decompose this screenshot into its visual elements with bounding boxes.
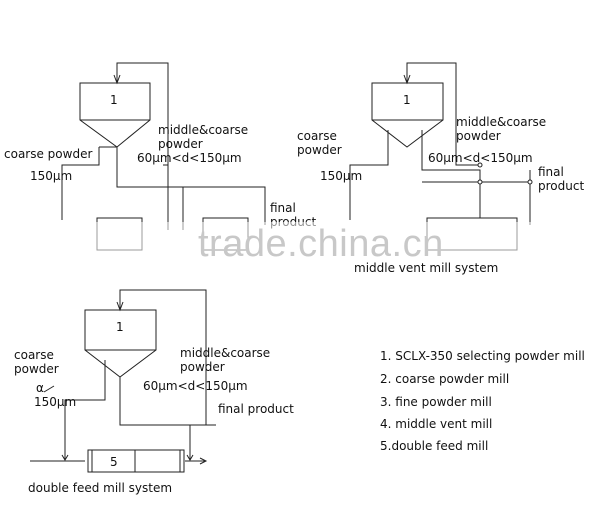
top-right-hopper xyxy=(371,82,444,148)
top-left-powder-label: powder xyxy=(158,137,203,151)
legend-item-4: 4. middle vent mill xyxy=(380,417,492,431)
top-left-final-label: final xyxy=(270,201,296,215)
bottom-150-label: 150μm xyxy=(34,395,76,409)
legend-item-3: 3. fine powder mill xyxy=(380,395,492,409)
top-right-150-label: 150μm xyxy=(320,169,362,183)
bottom-middle-coarse-label: middle&coarse xyxy=(180,346,270,360)
top-right-size-range: 60μm<d<150μm xyxy=(428,151,533,165)
top-left-hopper-label: 1 xyxy=(110,93,118,107)
top-left-system: 1 coarse powder 150μm middle&coarse powd… xyxy=(4,62,316,251)
bottom-double-feed-mill xyxy=(87,449,185,473)
bottom-alpha-label: α xyxy=(36,381,44,395)
top-left-150-label: 150μm xyxy=(30,169,72,183)
top-right-return-line xyxy=(406,62,480,166)
top-right-coarse-label: coarse xyxy=(297,129,337,143)
bottom-caption: double feed mill system xyxy=(28,481,172,495)
bottom-hopper-label: 1 xyxy=(116,320,124,334)
bottom-coarse-label: coarse xyxy=(14,348,54,362)
bottom-middle-powder-label: powder xyxy=(180,360,225,374)
top-right-middle-powder-label: powder xyxy=(456,129,501,143)
legend-item-1: 1. SCLX-350 selecting powder mill xyxy=(380,349,585,363)
top-right-product-label: product xyxy=(538,179,584,193)
watermark-band xyxy=(0,222,609,262)
top-right-final-label: final xyxy=(538,165,564,179)
top-left-middle-coarse-label: middle&coarse xyxy=(158,123,248,137)
legend-item-2: 2. coarse powder mill xyxy=(380,372,509,386)
bottom-hopper xyxy=(84,309,157,378)
bottom-final-label: final product xyxy=(218,402,294,416)
top-left-size-range: 60μm<d<150μm xyxy=(137,151,242,165)
bottom-system: 1 5 coarse powder α 150μm middle&coarse … xyxy=(14,289,294,495)
watermark: trade.china.cn xyxy=(198,223,444,265)
top-left-return-line xyxy=(116,62,169,166)
top-right-hopper-label: 1 xyxy=(403,93,411,107)
top-right-caption: middle vent mill system xyxy=(354,261,498,275)
top-left-hopper xyxy=(79,82,151,148)
top-left-coarse-label: coarse powder xyxy=(4,147,92,161)
bottom-size-range: 60μm<d<150μm xyxy=(143,379,248,393)
top-right-middle-coarse-label: middle&coarse xyxy=(456,115,546,129)
top-right-system: 1 coarse powder 150μm middle&coarse powd… xyxy=(297,62,584,275)
bottom-powder-label: powder xyxy=(14,362,59,376)
bottom-mill-label: 5 xyxy=(110,455,118,469)
legend: 1. SCLX-350 selecting powder mill 2. coa… xyxy=(380,349,585,453)
legend-item-5: 5.double feed mill xyxy=(380,439,488,453)
top-right-powder-label: powder xyxy=(297,143,342,157)
